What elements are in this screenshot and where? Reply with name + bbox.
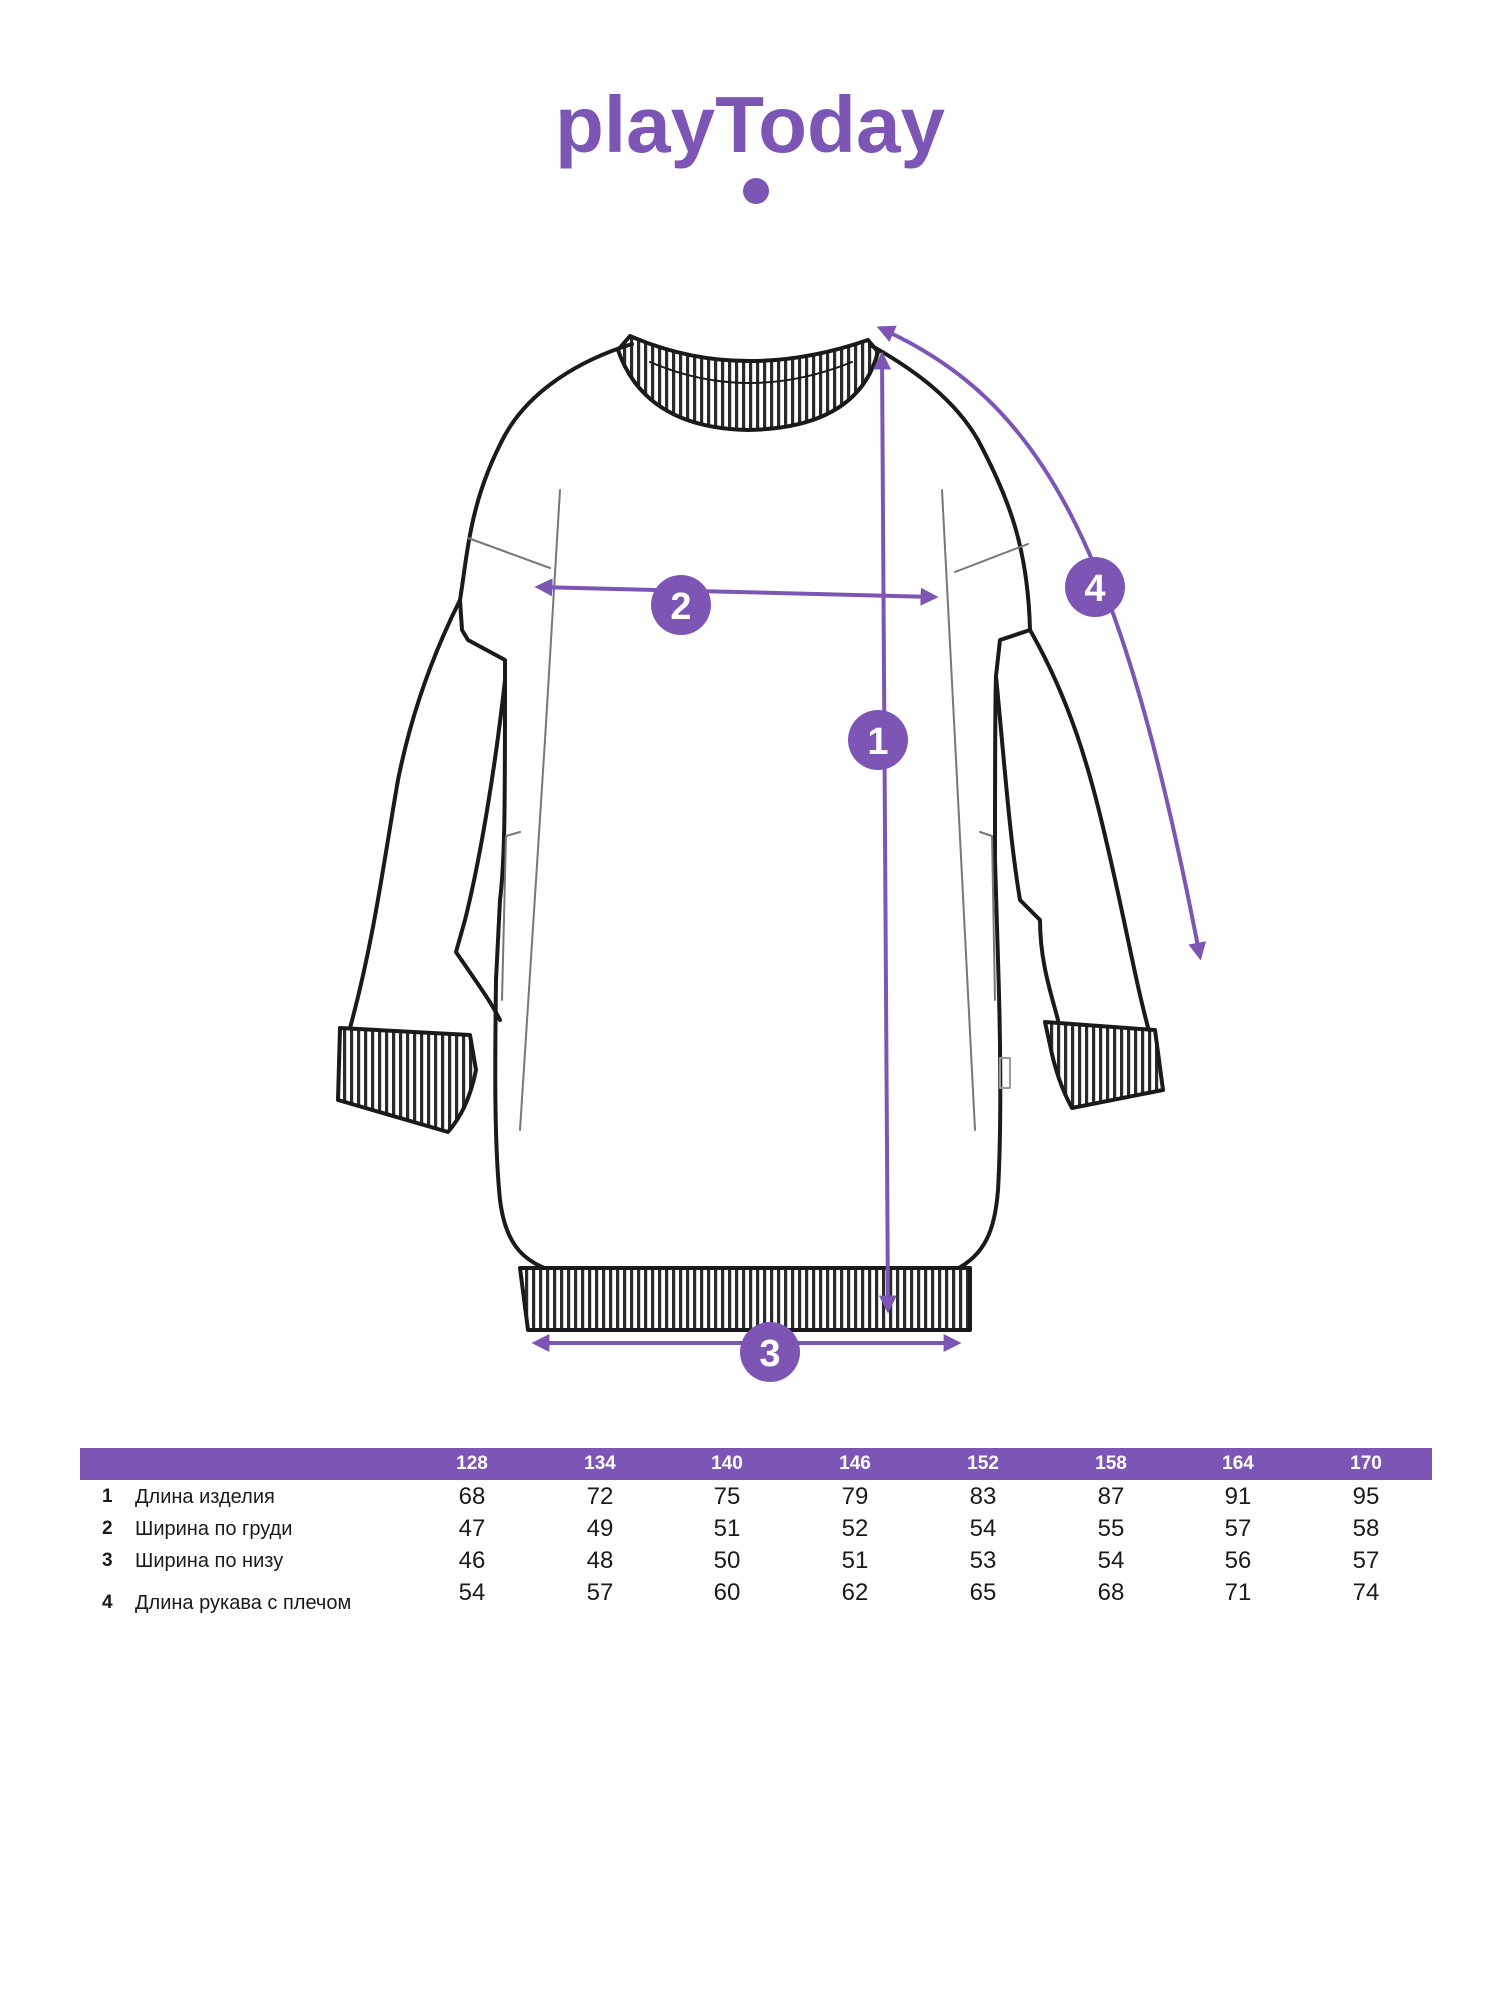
table-cell: 79 <box>841 1483 869 1510</box>
table-row: 2 Ширина по груди 47 49 51 52 54 55 57 5… <box>80 1512 1432 1544</box>
size-header: 170 <box>1350 1453 1382 1474</box>
logo-dot <box>743 178 769 204</box>
table-cell: 57 <box>1352 1547 1380 1574</box>
svg-text:4: 4 <box>1084 568 1105 610</box>
logo-text: playToday <box>555 92 946 169</box>
left-sleeve <box>348 598 462 1030</box>
left-shoulder-seam <box>467 537 551 569</box>
left-pocket <box>501 831 521 1001</box>
table-cell: 95 <box>1352 1483 1380 1510</box>
table-cell: 75 <box>713 1483 741 1510</box>
size-header: 152 <box>967 1453 999 1474</box>
chest-width-arrow <box>534 578 939 606</box>
size-table-header: 128 134 140 146 152 158 164 170 <box>80 1448 1432 1480</box>
measurement-lines <box>531 325 1207 1352</box>
table-cell: 74 <box>1352 1579 1380 1606</box>
table-cell: 68 <box>1097 1579 1125 1606</box>
svg-text:1: 1 <box>867 721 888 763</box>
row-label: Длина изделия <box>135 1486 275 1508</box>
table-cell: 47 <box>458 1515 486 1542</box>
row-label: Ширина по низу <box>135 1550 284 1572</box>
table-cell: 57 <box>586 1579 614 1606</box>
row-label: Ширина по груди <box>135 1518 293 1540</box>
size-header: 128 <box>456 1453 488 1474</box>
neckline-inner <box>649 361 853 384</box>
table-row: 1 Длина изделия 68 72 75 79 83 87 91 95 <box>80 1480 1432 1512</box>
right-pocket <box>979 831 996 1001</box>
marker-3: 3 <box>740 1322 800 1382</box>
row-number: 3 <box>102 1550 113 1571</box>
measurement-markers: 1 2 3 4 <box>651 557 1125 1382</box>
garment-diagram: 1 2 3 4 <box>0 300 1500 1400</box>
row-number: 4 <box>102 1592 113 1613</box>
marker-4: 4 <box>1065 557 1125 617</box>
table-cell: 57 <box>1224 1515 1252 1542</box>
table-cell: 55 <box>1097 1515 1125 1542</box>
svg-text:3: 3 <box>759 1333 780 1375</box>
size-header: 140 <box>711 1453 743 1474</box>
table-cell: 71 <box>1224 1579 1252 1606</box>
left-cuff <box>336 1026 478 1134</box>
table-cell: 58 <box>1352 1515 1380 1542</box>
table-cell: 53 <box>969 1547 997 1574</box>
table-cell: 54 <box>969 1515 997 1542</box>
right-side-seam <box>941 489 976 1131</box>
table-cell: 68 <box>458 1483 486 1510</box>
right-shoulder-seam <box>954 543 1029 573</box>
sleeve-length-arrow <box>876 325 1207 961</box>
table-cell: 54 <box>1097 1547 1125 1574</box>
table-cell: 46 <box>458 1547 486 1574</box>
table-cell: 56 <box>1224 1547 1252 1574</box>
garment-label-tag <box>999 1057 1011 1089</box>
table-cell: 48 <box>586 1547 614 1574</box>
table-cell: 51 <box>841 1547 869 1574</box>
table-row: 4 Длина рукава с плечом 54 57 60 62 65 6… <box>80 1576 1432 1614</box>
left-side-seam <box>519 489 561 1131</box>
size-header: 134 <box>584 1453 616 1474</box>
table-cell: 51 <box>713 1515 741 1542</box>
right-sleeve-inner <box>994 674 1060 1022</box>
row-number: 2 <box>102 1518 113 1539</box>
size-header: 164 <box>1222 1453 1254 1474</box>
table-row: 3 Ширина по низу 46 48 50 51 53 54 56 57 <box>80 1544 1432 1576</box>
size-header: 158 <box>1095 1453 1127 1474</box>
svg-text:2: 2 <box>670 586 691 628</box>
sweatshirt-dress-outline <box>336 334 1165 1332</box>
brand-logo: playToday <box>0 92 1500 212</box>
body-outline <box>458 342 1032 1272</box>
row-label: Длина рукава с плечом <box>135 1592 352 1614</box>
table-cell: 87 <box>1097 1483 1125 1510</box>
table-cell: 54 <box>458 1579 486 1606</box>
table-cell: 60 <box>713 1579 741 1606</box>
table-cell: 50 <box>713 1547 741 1574</box>
marker-1: 1 <box>848 710 908 770</box>
row-number: 1 <box>102 1486 113 1507</box>
hem-band <box>518 1266 972 1332</box>
table-cell: 83 <box>969 1483 997 1510</box>
table-cell: 72 <box>586 1483 614 1510</box>
table-cell: 52 <box>841 1515 869 1542</box>
table-cell: 91 <box>1224 1483 1252 1510</box>
size-table: 128 134 140 146 152 158 164 170 1 Длина … <box>80 1448 1432 1614</box>
table-cell: 65 <box>969 1579 997 1606</box>
marker-2: 2 <box>651 575 711 635</box>
right-cuff <box>1043 1020 1165 1110</box>
table-cell: 62 <box>841 1579 869 1606</box>
size-header: 146 <box>839 1453 871 1474</box>
table-cell: 49 <box>586 1515 614 1542</box>
length-arrow <box>873 351 897 1314</box>
left-sleeve-inner <box>454 678 507 1022</box>
